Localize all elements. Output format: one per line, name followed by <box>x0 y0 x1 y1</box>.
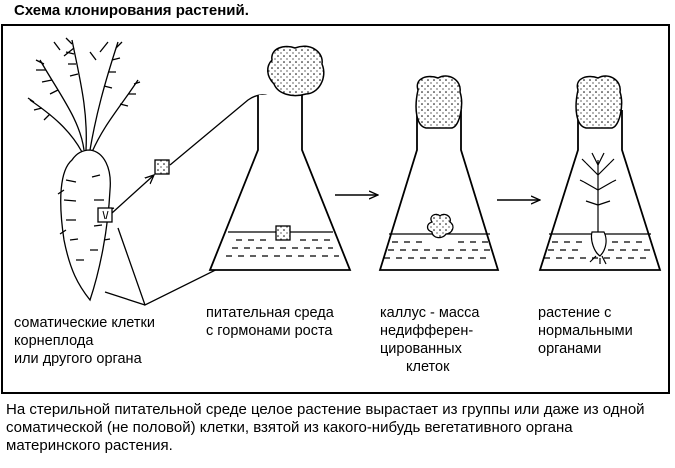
somatic-cells-label: соматические клетки корнеплода или друго… <box>14 315 155 367</box>
flask-icon <box>538 110 662 271</box>
cell-in-medium <box>275 225 291 241</box>
cotton-plug-icon <box>267 45 325 97</box>
flask-icon <box>378 110 500 271</box>
callus-label: каллус - масса недифферен- цированных кл… <box>380 305 480 375</box>
sample-cell-square <box>97 207 113 223</box>
plant-label: растение с нормальными органами <box>538 305 633 357</box>
caption-text: На стерильной питательной среде целое ра… <box>6 401 645 454</box>
carrot-icon <box>27 37 141 302</box>
flask-icon <box>208 95 352 271</box>
cotton-plug-icon <box>415 75 463 129</box>
nutrient-medium-label: питательная среда с гормонами роста <box>206 305 334 339</box>
transfer-cell-square <box>154 159 170 175</box>
nutrient-medium <box>226 231 339 257</box>
sprout-icon <box>579 152 617 265</box>
diagram-title: Схема клонирования растений. <box>14 2 249 19</box>
diagram-frame <box>1 24 670 394</box>
cotton-plug-icon <box>575 75 623 129</box>
nutrient-medium <box>384 233 490 259</box>
callus-icon <box>426 213 454 239</box>
